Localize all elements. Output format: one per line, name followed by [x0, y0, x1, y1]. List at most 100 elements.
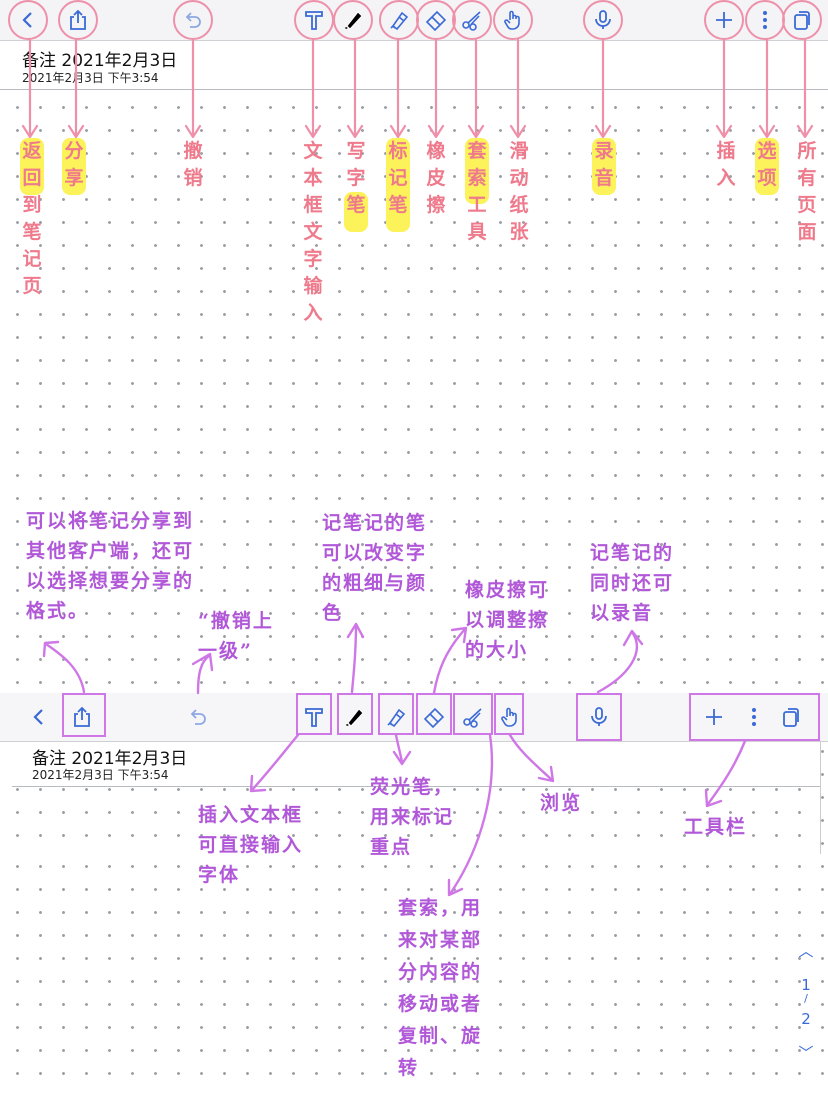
chevron-left-icon[interactable]: [22, 700, 56, 734]
annotation-box: [296, 693, 332, 735]
note-line: 记笔记的: [590, 542, 675, 564]
label-highlighter-highlight: [386, 138, 410, 232]
annotation-box: [576, 693, 622, 741]
annotation-box: [337, 693, 373, 735]
note-record: 记笔记的 同时还可 以录音: [590, 538, 710, 628]
note-swipe: 浏览: [540, 792, 583, 814]
note-line: 的大小: [465, 639, 529, 661]
note-line: 橡皮擦可: [465, 579, 550, 601]
pages-icon[interactable]: [774, 700, 808, 734]
note-line: 可以将笔记分享到: [26, 510, 195, 532]
note-pen: 记笔记的笔 可以改变字 的粗细与颜 色: [322, 508, 462, 628]
label-record-highlight: [592, 138, 616, 195]
note-lasso: 套索，用 来对某部 分内容的 移动或者 复制、旋 转: [398, 892, 508, 1084]
note-title-zoomed[interactable]: 备注 2021年2月3日: [32, 749, 188, 769]
label-lasso-highlight: [465, 138, 489, 204]
annotation-ring: [782, 0, 822, 40]
label-text: 文本框文字输入: [303, 140, 323, 324]
plus-icon[interactable]: [697, 700, 731, 734]
hand-pointer-icon[interactable]: [493, 700, 527, 734]
chevron-up-icon[interactable]: ︿: [798, 942, 814, 960]
arrow: [346, 622, 365, 694]
annotation-ring: [416, 0, 456, 40]
note-line: 分内容的: [398, 961, 483, 983]
annotation-ring: [704, 0, 744, 40]
note-line: 以选择想要分享的: [26, 570, 195, 592]
label-insert: 插入: [716, 140, 736, 189]
annotation-ring: [173, 0, 213, 40]
note-highlighter: 荧光笔， 用来标记 重点: [370, 772, 480, 862]
note-line: 以录音: [590, 602, 654, 624]
label-share: 分享: [64, 140, 84, 189]
label-highlighter: 标记笔: [388, 140, 408, 216]
annotation-box: [494, 693, 524, 735]
note-line: 用来标记: [370, 806, 455, 828]
note-line: 重点: [370, 836, 413, 858]
more-vertical-icon[interactable]: [737, 700, 771, 734]
annotation-ring: [493, 0, 533, 40]
card-dot-grid: [12, 787, 820, 854]
annotation-ring: [58, 0, 98, 40]
text-box-icon[interactable]: [297, 700, 331, 734]
note-toolbar: 工具栏: [684, 816, 748, 838]
note-eraser: 橡皮擦可 以调整擦 的大小: [465, 575, 585, 665]
annotation-ring: [583, 0, 623, 40]
pen-icon[interactable]: [337, 700, 371, 734]
arrow: [596, 629, 644, 694]
chevron-down-icon[interactable]: ﹀: [798, 1044, 814, 1062]
note-line: 色: [322, 602, 344, 624]
note-undo: “撤销上 一级”: [198, 606, 308, 666]
note-line: 插入文本框: [198, 804, 304, 826]
label-options-highlight: [755, 138, 779, 195]
highlighter-icon[interactable]: [379, 700, 413, 734]
label-back-highlight: [20, 138, 44, 195]
note-line: 格式。: [26, 600, 90, 622]
note-line: 的粗细与颜: [322, 572, 428, 594]
label-eraser: 橡皮擦: [426, 140, 446, 216]
label-pen-highlight: [344, 192, 368, 232]
note-line: 记笔记的笔: [322, 512, 428, 534]
annotation-ring: [745, 0, 785, 40]
annotation-box: [689, 693, 820, 741]
eraser-icon[interactable]: [417, 700, 451, 734]
label-lasso: 套索工具: [467, 140, 487, 243]
note-line: 一级”: [198, 640, 253, 662]
annotation-box: [416, 693, 452, 735]
label-swipe: 滑动纸张: [509, 140, 529, 243]
note-line: 可以改变字: [322, 542, 428, 564]
note-date-zoomed: 2021年2月3日 下午3:54: [32, 768, 169, 782]
annotation-box: [62, 693, 106, 737]
annotation-ring: [8, 0, 48, 40]
undo-icon[interactable]: [181, 700, 215, 734]
label-undo: 撤销: [183, 140, 203, 189]
note-line: 同时还可: [590, 572, 675, 594]
note-date: 2021年2月3日 下午3:54: [22, 71, 159, 85]
page-current: 1: [801, 976, 811, 994]
annotation-ring: [379, 0, 419, 40]
scissors-icon[interactable]: [456, 700, 490, 734]
arrow: [42, 640, 86, 694]
note-line: 其他客户端，还可: [26, 540, 195, 562]
label-options: 选项: [757, 140, 777, 189]
microphone-icon[interactable]: [582, 700, 616, 734]
label-pages: 所有页面: [797, 140, 817, 243]
note-line: 荧光笔，: [370, 776, 455, 798]
label-back: 返回到笔记页: [22, 140, 42, 297]
note-line: 字体: [198, 864, 241, 886]
annotation-box: [378, 693, 414, 735]
annotation-ring: [333, 0, 373, 40]
annotation-ring: [452, 0, 492, 40]
note-line: 转: [398, 1057, 420, 1079]
arrow: [432, 626, 468, 695]
note-line: 移动或者: [398, 993, 483, 1015]
note-title[interactable]: 备注 2021年2月3日: [22, 51, 178, 71]
share-icon[interactable]: [65, 700, 99, 734]
label-record: 录音: [594, 140, 614, 189]
annotation-ring: [294, 0, 334, 40]
note-header: [0, 41, 828, 90]
header-divider: [12, 786, 820, 787]
note-line: 套索，用: [398, 897, 483, 919]
note-line: “撤销上: [198, 610, 274, 632]
note-text: 插入文本框 可直接输入 字体: [198, 800, 338, 890]
page-total: 2: [801, 1010, 811, 1028]
